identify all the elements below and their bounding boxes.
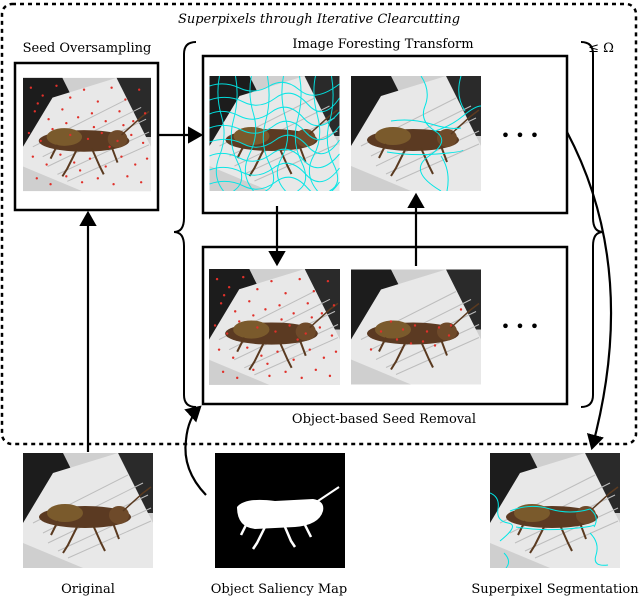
seed-oversampling-box <box>13 61 160 212</box>
original-label: Original <box>61 582 115 597</box>
ift-ellipsis: • • • <box>501 126 539 145</box>
ift-image-1 <box>209 76 340 191</box>
left-curly-brace <box>173 41 197 408</box>
saliency-map-image <box>215 453 345 568</box>
segmentation-label: Superpixel Segmentation <box>471 582 639 597</box>
iteration-limit-label: ≤ Ω <box>588 41 614 56</box>
seed-removal-label: Object-based Seed Removal <box>292 412 476 427</box>
saliency-map-label: Object Saliency Map <box>211 582 348 597</box>
right-curly-brace <box>580 41 604 408</box>
seed-oversampling-label: Seed Oversampling <box>23 41 152 56</box>
segmentation-image <box>490 453 620 568</box>
seed-oversampling-image <box>23 77 151 192</box>
seed-removal-box <box>201 245 569 406</box>
arrow-ift-to-segmentation <box>566 131 613 451</box>
diagram-title: Superpixels through Iterative Clearcutti… <box>178 12 460 27</box>
seed-removal-ellipsis: • • • <box>501 317 539 336</box>
seed-removal-image-2 <box>351 268 481 386</box>
original-image <box>23 453 153 568</box>
arrow-saliency-to-removal <box>184 405 207 496</box>
seed-removal-image-1 <box>209 268 340 386</box>
ift-label: Image Foresting Transform <box>292 37 473 52</box>
outer-dashed-frame <box>0 2 638 446</box>
ift-image-2 <box>351 76 481 191</box>
